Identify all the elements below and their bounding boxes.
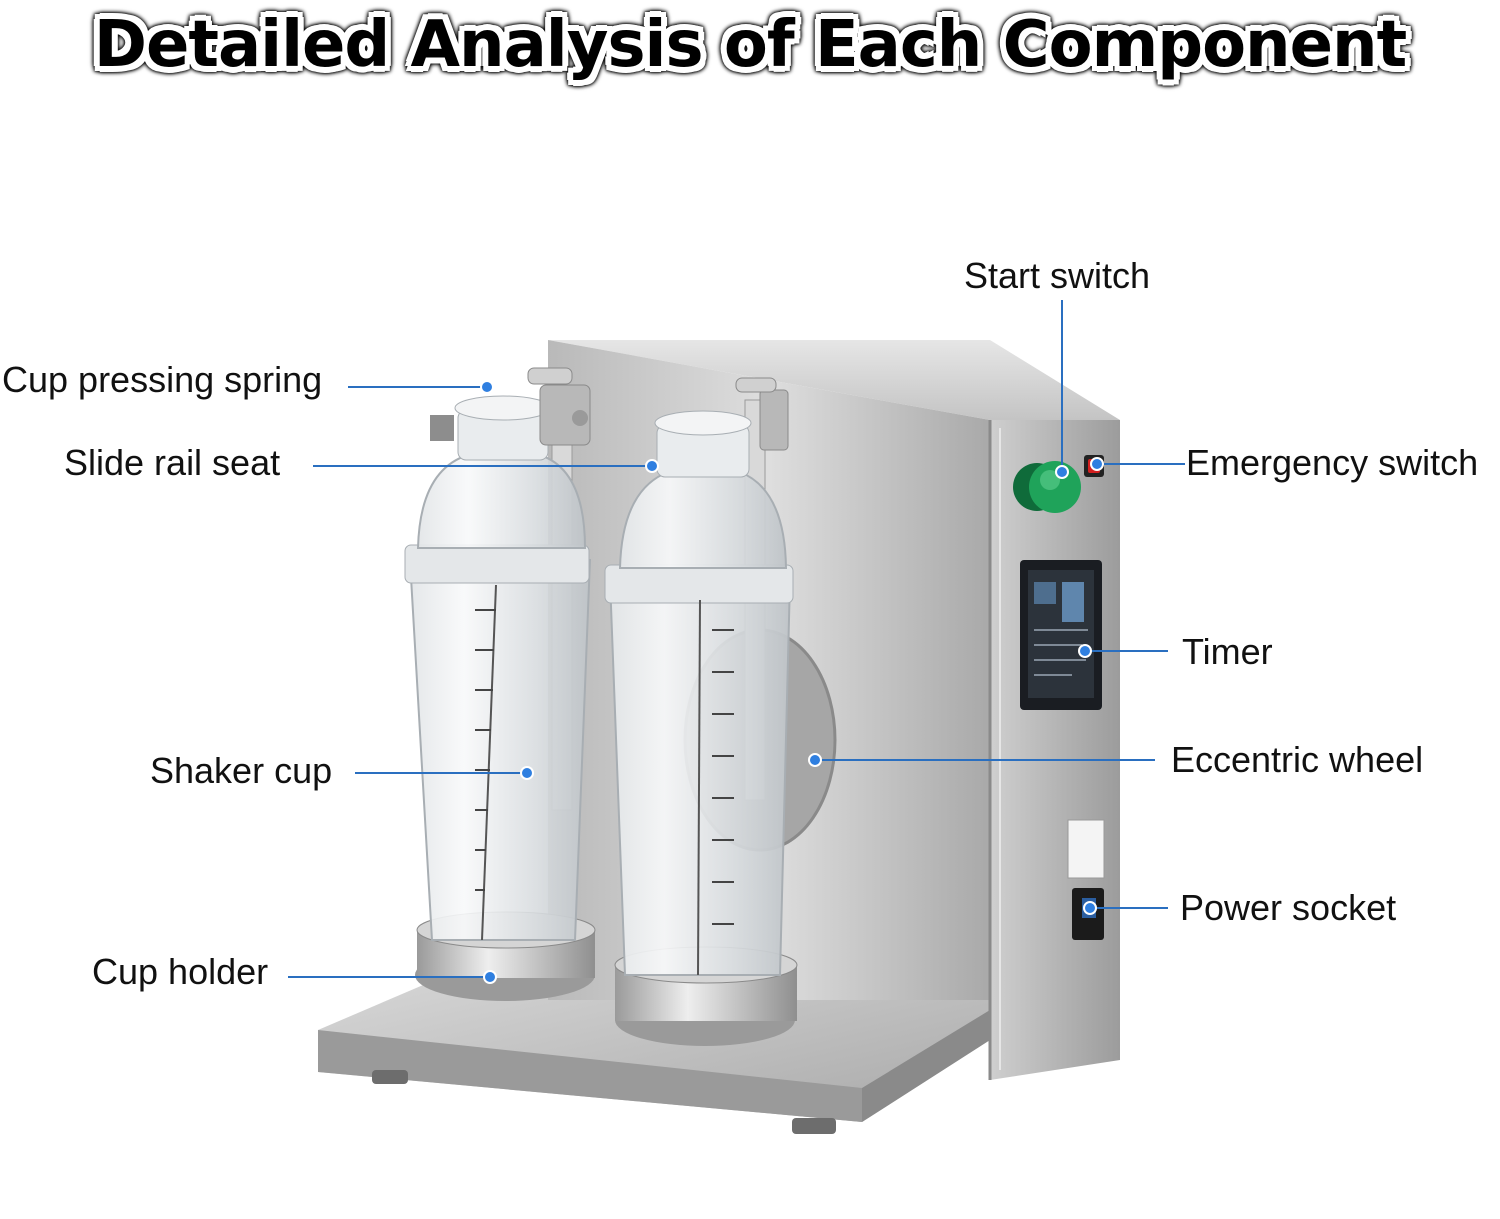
label-emergency-switch: Emergency switch xyxy=(1186,442,1479,483)
label-start-switch: Start switch xyxy=(964,255,1151,296)
label-eccentric-wheel: Eccentric wheel xyxy=(1171,739,1424,780)
label-cup-pressing-spring: Cup pressing spring xyxy=(2,359,323,400)
shaker-cup-left xyxy=(404,395,596,1001)
start-switch-button[interactable] xyxy=(1013,461,1081,513)
label-cup-holder: Cup holder xyxy=(92,951,269,992)
timer-panel[interactable] xyxy=(1020,560,1102,710)
cup-pressing-spring xyxy=(527,367,591,446)
label-shaker-cup: Shaker cup xyxy=(150,750,333,791)
label-timer: Timer xyxy=(1182,631,1273,672)
label-slide-rail-seat: Slide rail seat xyxy=(64,442,281,483)
base-plate xyxy=(318,965,990,1134)
label-power-socket: Power socket xyxy=(1180,887,1397,928)
spec-sticker xyxy=(1067,819,1105,879)
marker-dots xyxy=(480,380,1104,984)
shaker-cup-right xyxy=(604,377,798,1046)
leader-lines xyxy=(288,300,1185,978)
page-title: Detailed Analysis of Each Component xyxy=(93,8,1407,82)
